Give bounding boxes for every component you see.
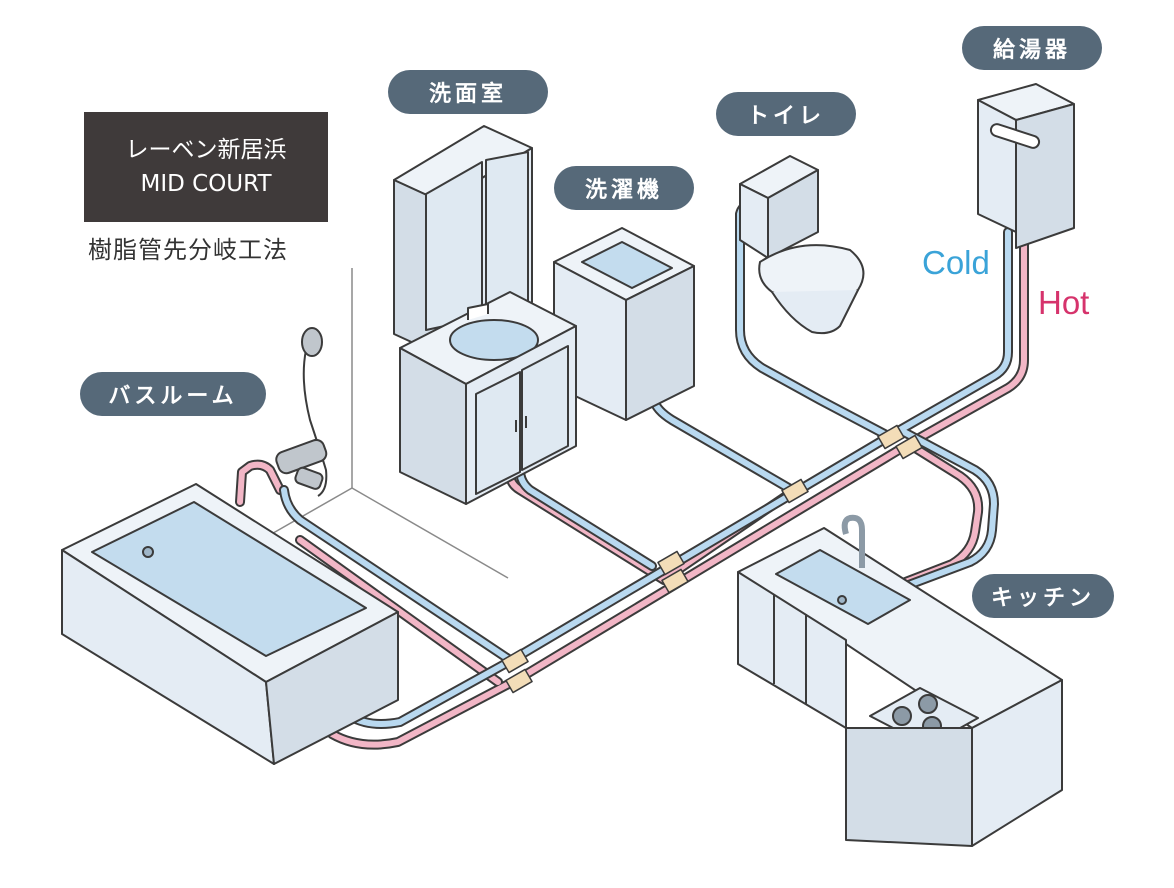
room-label-toilet: トイレ: [716, 92, 856, 136]
vanity: [393, 125, 577, 505]
cold-label: Cold: [922, 244, 990, 281]
toilet: [739, 155, 865, 335]
room-label-washing-machine: 洗濯機: [554, 166, 694, 210]
room-label-washroom: 洗面室: [388, 70, 548, 114]
project-name: レーベン新居浜: [125, 137, 287, 163]
hot-label: Hot: [1038, 284, 1090, 321]
project-title-box: レーベン新居浜 MID COURT: [84, 112, 328, 222]
room-label-water-heater: 給湯器: [962, 26, 1102, 70]
water-heater: [977, 83, 1075, 249]
room-label-bathroom: バスルーム: [80, 372, 266, 416]
kitchen-counter: [737, 514, 1063, 847]
pipe-network: [235, 199, 1029, 750]
washing-machine: [553, 227, 695, 421]
bathtub: [61, 483, 399, 765]
project-subname: MID COURT: [140, 171, 272, 197]
shower: [275, 327, 328, 497]
method-caption: 樹脂管先分岐工法: [88, 236, 288, 264]
room-label-kitchen: キッチン: [972, 574, 1114, 618]
room-walls: [267, 268, 509, 579]
